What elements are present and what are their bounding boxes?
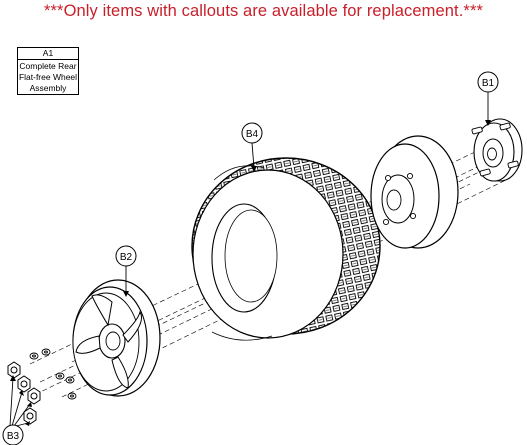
callout-b4-text: B4 [246,129,259,140]
callout-b4: B4 [241,122,263,144]
tire [191,157,381,341]
lug-nuts [7,361,41,425]
assembly-label-box: A1 Complete Rear Flat-free Wheel Assembl… [17,47,79,95]
callout-b1-text: B1 [482,78,495,89]
washers [29,348,77,400]
assembly-id: A1 [18,48,78,60]
rim-half-front [72,279,161,397]
assembly-description: Complete Rear Flat-free Wheel Assembly [18,61,78,93]
hub [471,118,523,182]
callout-b2-text: B2 [120,252,133,263]
leader-lines [9,92,489,427]
leader-arrowheads [10,120,491,426]
page-banner: ***Only items with callouts are availabl… [44,2,483,20]
callout-b2: B2 [115,245,137,267]
callout-b1: B1 [477,71,499,93]
callout-b3-text: B3 [7,431,20,442]
rim-half-rear [370,135,459,249]
callout-b3: B3 [2,424,24,445]
